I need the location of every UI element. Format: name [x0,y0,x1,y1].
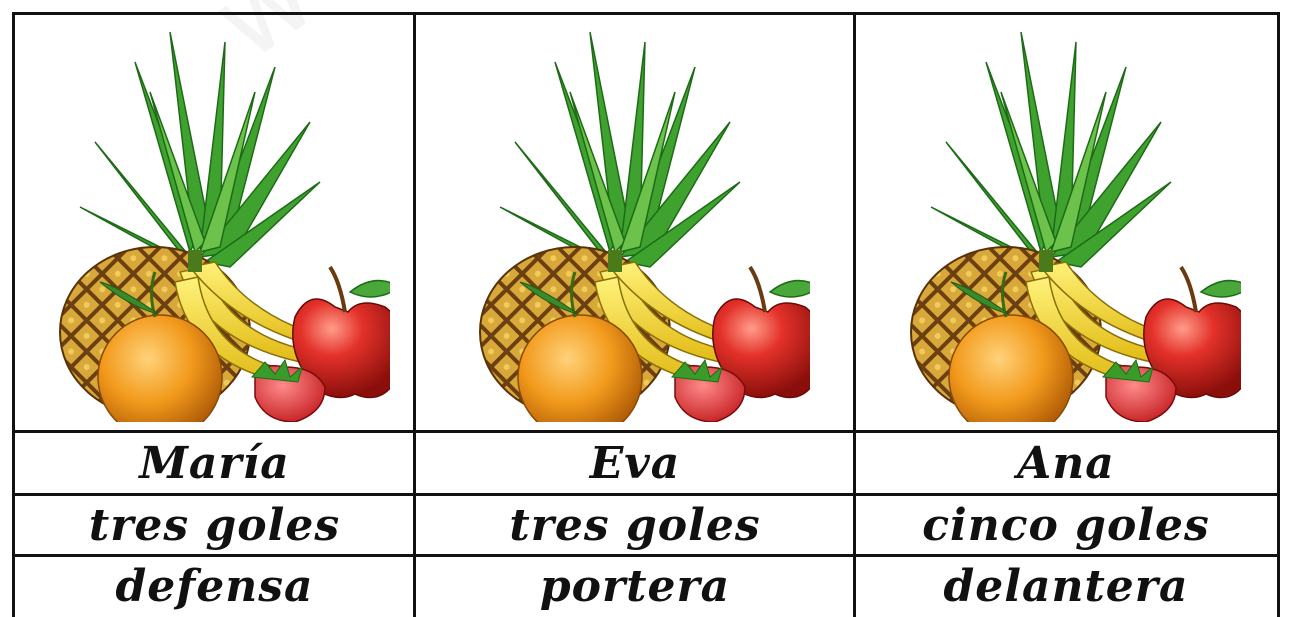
grid-row-line-1 [12,430,1280,433]
grid-border-right [1277,12,1280,617]
grid-divider-2 [853,12,856,617]
card-goals-1: tres goles [88,499,341,551]
grid-border-left [12,12,15,617]
card-goals-2: tres goles [509,499,761,551]
card-position-1: defensa [115,560,314,612]
fruit-basket-icon [57,30,390,422]
card-name-2: Eva [589,437,681,489]
card-name-1: María [139,437,290,489]
fruit-illustration-3 [857,14,1275,430]
grid-row-line-3 [12,554,1280,557]
grid-border-top [12,12,1280,15]
card-name-3: Ana [1017,437,1115,489]
grid-row-line-2 [12,493,1280,496]
card-goals-3: cinco goles [922,499,1210,551]
card-position-3: delantera [943,560,1189,612]
fruit-illustration-2 [417,14,853,430]
grid-divider-1 [413,12,416,617]
card-position-2: portera [539,560,731,612]
fruit-basket-icon [478,30,810,422]
fruit-illustration-1 [17,14,412,430]
fruit-basket-icon [909,30,1241,422]
